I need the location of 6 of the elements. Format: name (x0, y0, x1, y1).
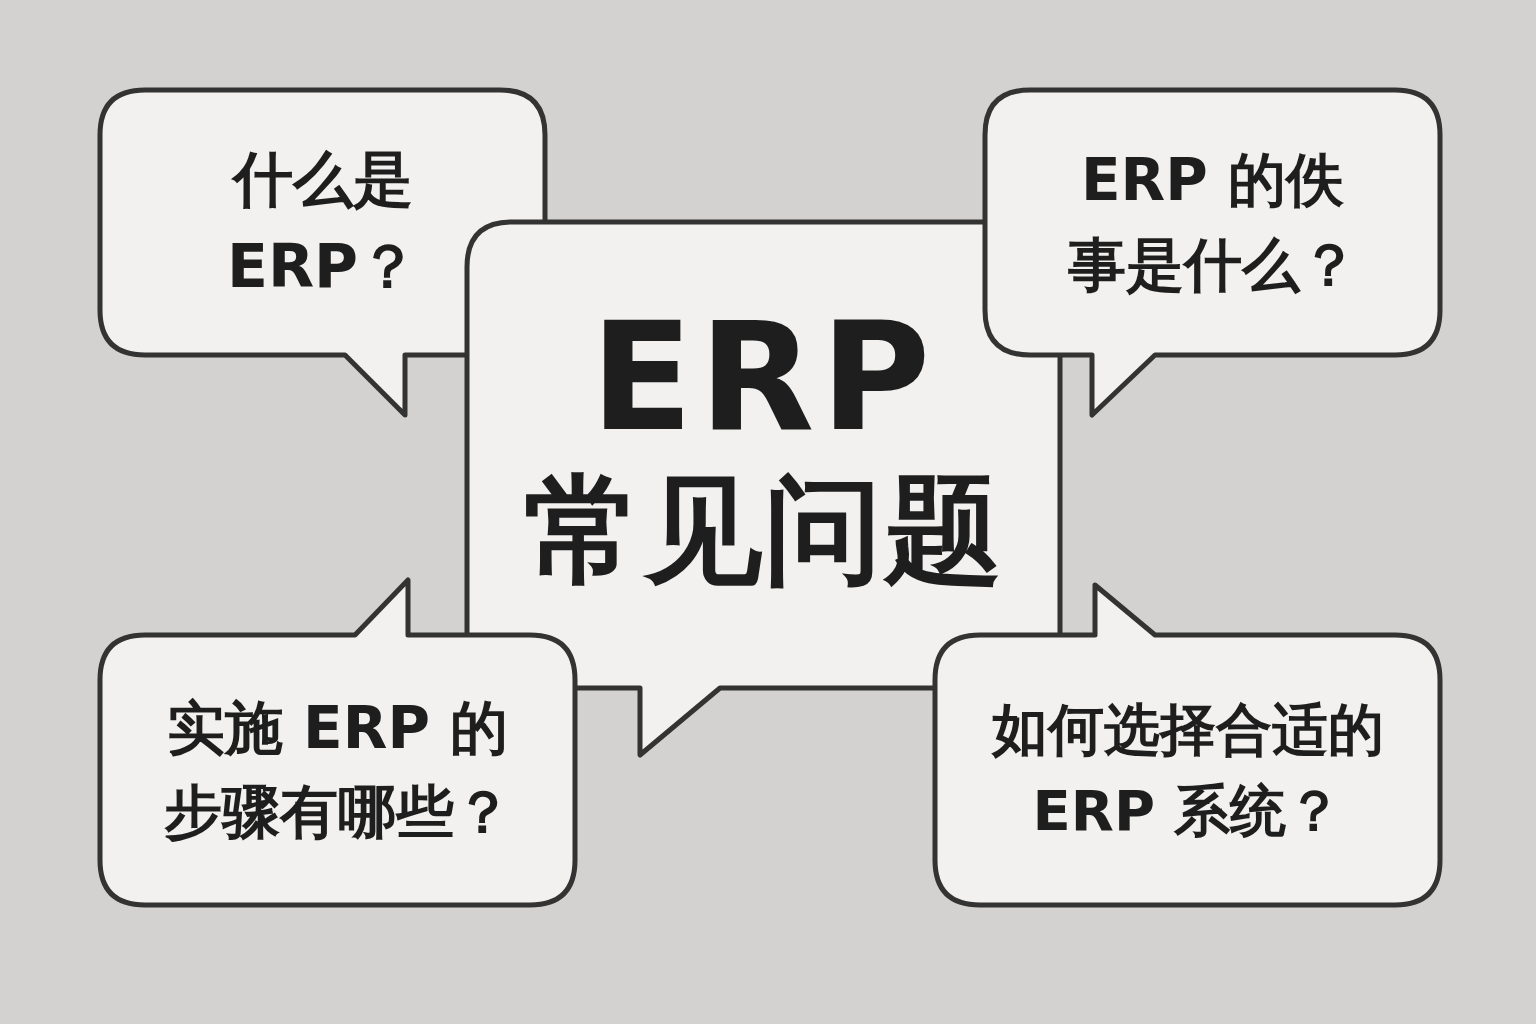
question-text: 什么是ERP？ (225, 142, 420, 303)
title-text: ERP (590, 290, 937, 464)
question-text: 如何选择合适的 ERP 系统？ (990, 695, 1385, 845)
question-text: 实施 ERP 的步骤有哪些？ (162, 692, 513, 848)
question-text: ERP 的佚事是什么？ (1066, 145, 1359, 301)
subtitle-text: 常见问题 (523, 463, 1004, 600)
